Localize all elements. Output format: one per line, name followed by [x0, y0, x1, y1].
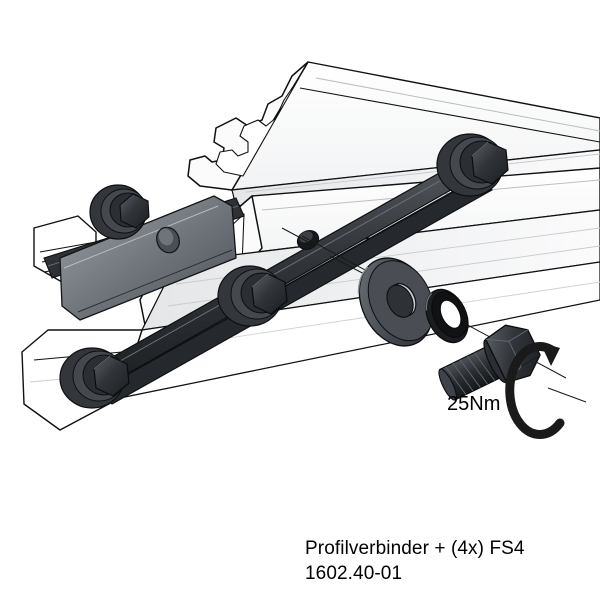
bolt-installed-lower-left [59, 347, 130, 409]
torque-spec-label: 25Nm [447, 393, 501, 415]
caption-part-name: Profilverbinder + (4x) FS4 [305, 538, 525, 559]
caption-part-number: 1602.40-01 [305, 563, 403, 585]
caption-block: Profilverbinder + (4x) FS4 1602.40-01 [305, 536, 595, 586]
tighten-rotation-arrow [505, 342, 587, 439]
connector-plate [59, 195, 237, 321]
bolt-installed-top-right [436, 133, 509, 197]
washer-flat [357, 257, 435, 347]
bolt-installed-upper-left [89, 184, 150, 240]
bolt-exploded [438, 324, 541, 401]
bolt-installed-center [217, 265, 288, 327]
washer-lock [425, 288, 469, 344]
connector-bar [84, 157, 493, 405]
